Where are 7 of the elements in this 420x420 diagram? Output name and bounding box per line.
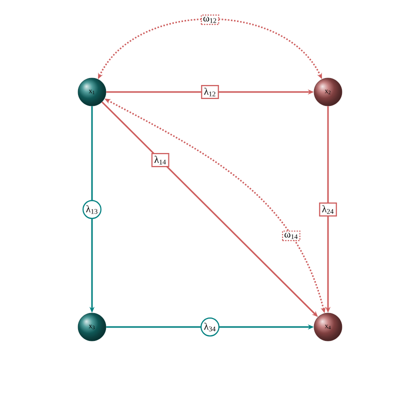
edge-label: ω$_{12}$ (200, 14, 220, 26)
edge-label: λ$_{14}$ (151, 153, 170, 168)
edge-label: λ$_{24}$ (319, 202, 337, 217)
edge-label: ω$_{14}$ (282, 230, 300, 242)
edge-label: λ$_{34}$ (200, 318, 220, 336)
edge-label: λ$_{13}$ (82, 200, 102, 219)
edge-label: λ$_{12}$ (201, 84, 219, 100)
